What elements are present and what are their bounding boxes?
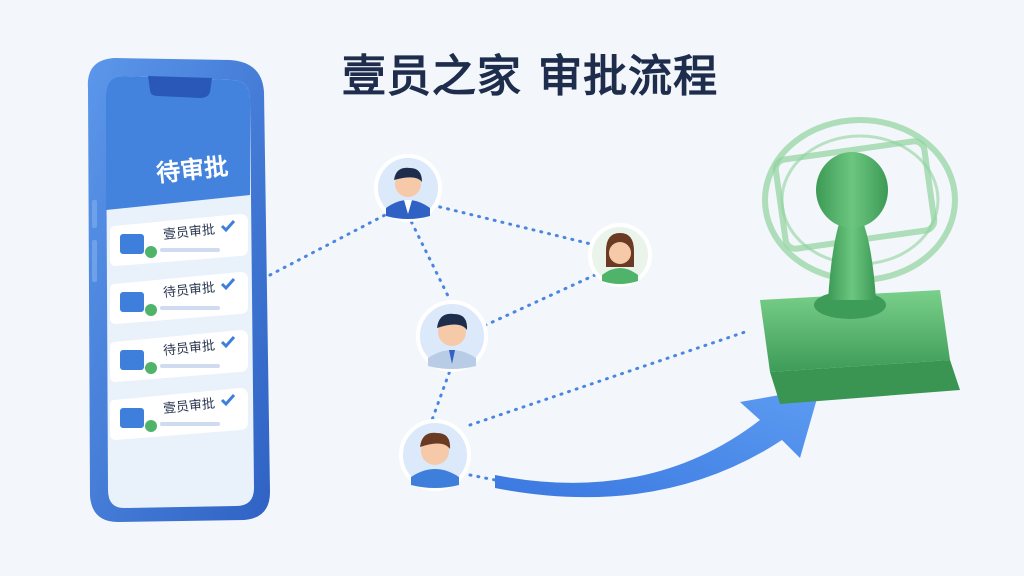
avatar-icon (399, 419, 471, 491)
list-item (110, 388, 248, 440)
user-card-icon (120, 292, 144, 312)
list-item (110, 214, 248, 266)
stamp-icon (760, 117, 960, 404)
phone-list (110, 214, 248, 440)
arrow-icon (495, 388, 820, 498)
check-icon (145, 420, 157, 432)
avatar-icon (588, 223, 652, 287)
avatar-icon (416, 300, 488, 372)
list-item (110, 330, 248, 382)
flow-connectors (268, 203, 747, 482)
page-title: 壹员之家 审批流程 (341, 51, 719, 102)
user-card-icon (120, 350, 144, 370)
check-icon (145, 246, 157, 258)
check-icon (145, 362, 157, 374)
list-item (110, 272, 248, 324)
avatar-icon (374, 154, 442, 222)
user-card-icon (120, 234, 144, 254)
check-icon (145, 304, 157, 316)
user-card-icon (120, 408, 144, 428)
